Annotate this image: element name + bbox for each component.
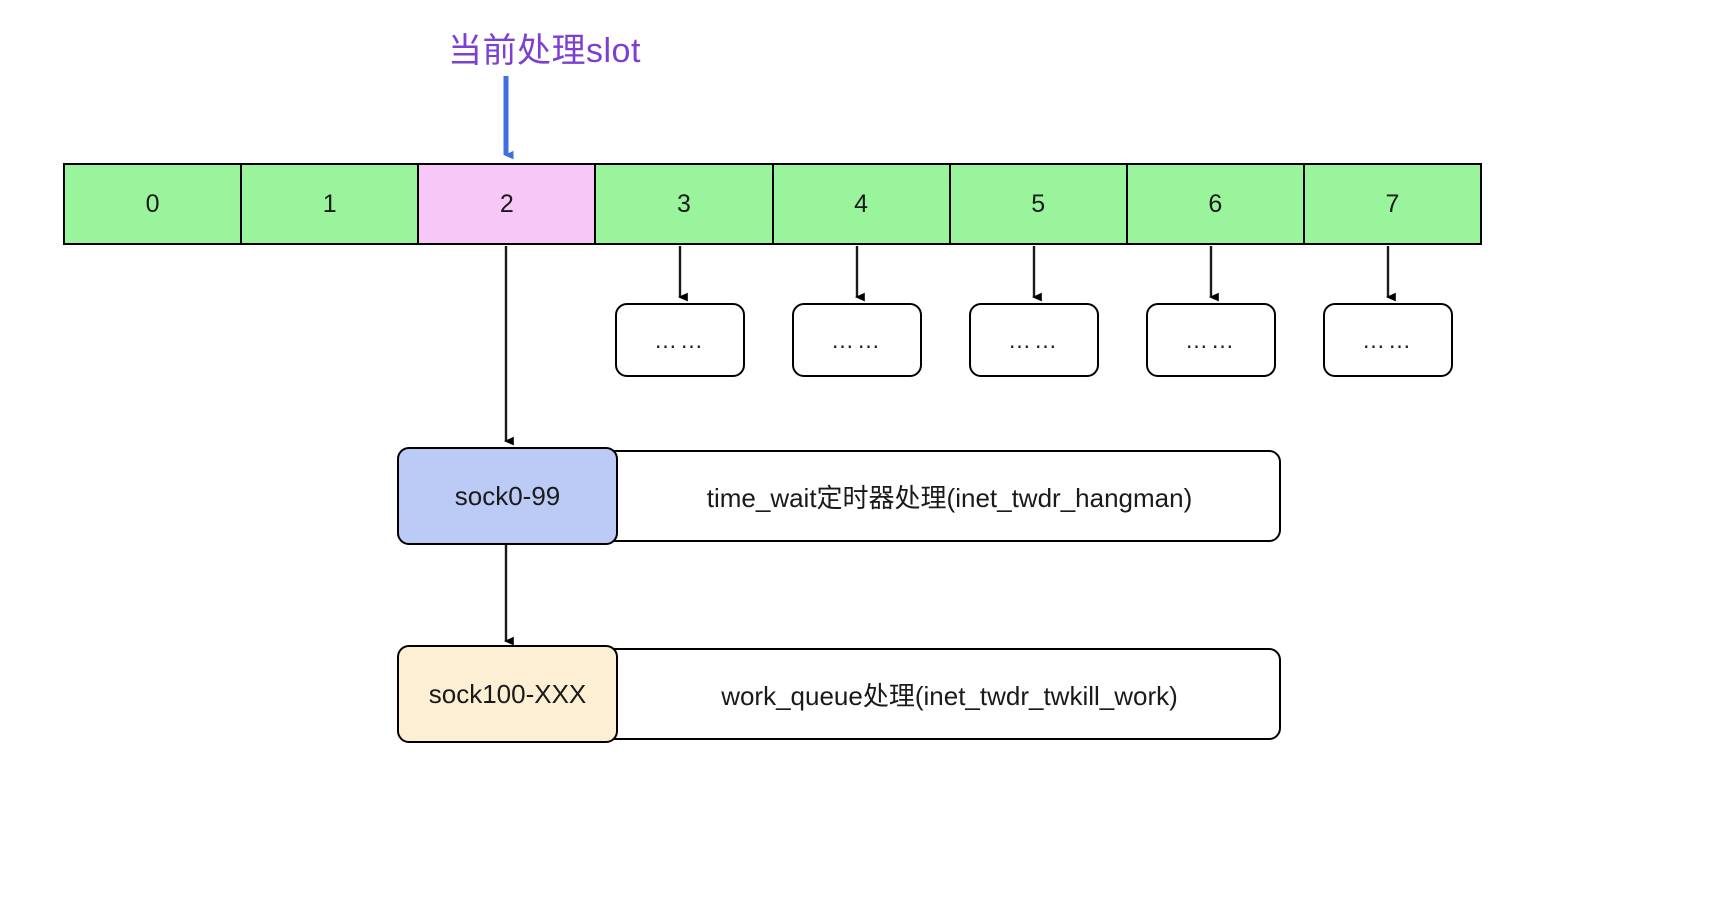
ellipsis-box-slot5: …… <box>969 303 1099 377</box>
detail-row-twkill-description: work_queue处理(inet_twdr_twkill_work) <box>721 680 1178 711</box>
slot-row: 0 1 2 3 4 5 6 7 <box>63 163 1482 245</box>
slot-cell-0[interactable]: 0 <box>65 165 243 243</box>
ellipsis-box-slot3: …… <box>615 303 745 377</box>
slot-cell-4[interactable]: 4 <box>773 165 951 243</box>
sock-chip-sock0-99[interactable]: sock0-99 <box>397 447 618 545</box>
slot-cell-2-active[interactable]: 2 <box>419 165 597 243</box>
slot-cell-3[interactable]: 3 <box>596 165 774 243</box>
ellipsis-box-slot7: …… <box>1323 303 1453 377</box>
slot-cell-6[interactable]: 6 <box>1127 165 1305 243</box>
slot-cell-1[interactable]: 1 <box>242 165 420 243</box>
ellipsis-box-slot4: …… <box>792 303 922 377</box>
slot-cell-7[interactable]: 7 <box>1304 165 1480 243</box>
current-slot-annotation: 当前处理slot <box>448 32 641 70</box>
detail-row-hangman-description: time_wait定时器处理(inet_twdr_hangman) <box>706 482 1193 513</box>
slot-cell-5[interactable]: 5 <box>950 165 1128 243</box>
sock-chip-sock100-xxx[interactable]: sock100-XXX <box>397 645 618 743</box>
ellipsis-box-slot6: …… <box>1146 303 1276 377</box>
